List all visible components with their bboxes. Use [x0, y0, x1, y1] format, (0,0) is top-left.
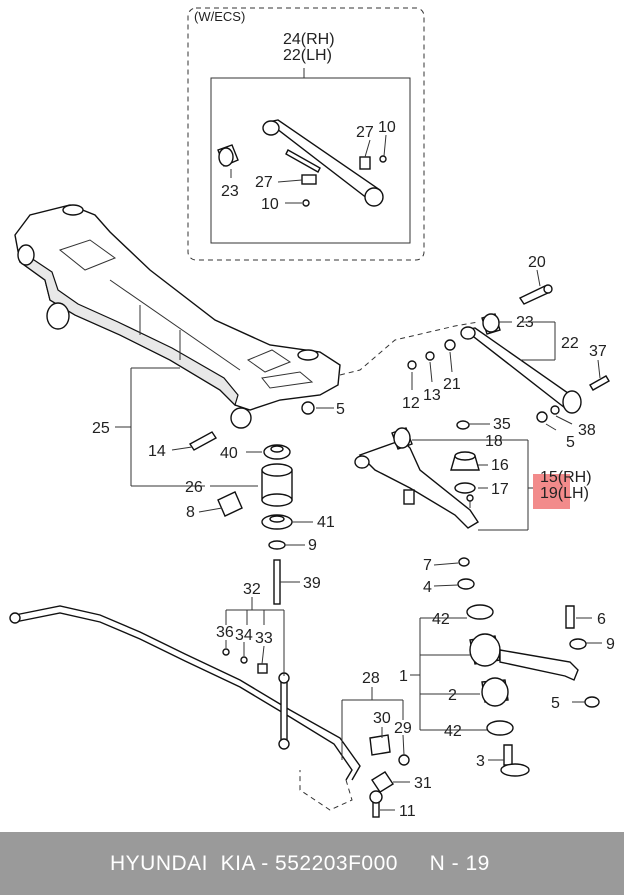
callout-28: 28	[362, 670, 380, 687]
callout-34: 34	[235, 627, 253, 644]
callout-8: 8	[186, 504, 195, 521]
callout-25: 25	[92, 420, 110, 437]
callout-40: 40	[220, 445, 238, 462]
callout-27a: 27	[356, 124, 374, 141]
callout-39: 39	[303, 575, 321, 592]
callout-7: 7	[423, 557, 432, 574]
callout-9b: 9	[606, 636, 615, 653]
callout-1: 1	[399, 668, 408, 685]
callout-35: 35	[493, 416, 511, 433]
callout-26: 26	[185, 479, 203, 496]
callout-11: 11	[399, 803, 416, 820]
callout-27b: 27	[255, 174, 273, 191]
callout-20: 20	[528, 254, 546, 271]
upper-arm-drawing	[407, 284, 610, 423]
callout-9a: 9	[308, 537, 317, 554]
callout-5c: 5	[551, 695, 560, 712]
callout-3: 3	[476, 753, 485, 770]
inset-arm-drawing	[217, 119, 387, 207]
callout-22: 22	[561, 335, 579, 352]
callout-31: 31	[414, 775, 432, 792]
callout-21: 21	[443, 376, 461, 393]
callout-4: 4	[423, 579, 432, 596]
callout-32: 32	[243, 581, 261, 598]
callout-6: 6	[597, 611, 606, 628]
callout-19-lh: 19(LH)	[540, 485, 589, 502]
trailing-arm-drawing	[457, 557, 600, 777]
callout-14: 14	[148, 443, 166, 460]
callout-29: 29	[394, 720, 412, 737]
footer-bar: HYUNDAI KIA - 552203F000 N - 19	[0, 832, 624, 895]
mount-parts-drawing	[188, 401, 315, 605]
inset-title: (W/ECS)	[194, 9, 245, 24]
callout-42a: 42	[432, 611, 450, 628]
callout-18: 18	[485, 433, 503, 450]
callout-15-rh: 15(RH)	[540, 469, 592, 486]
highlight-part-15-19	[533, 474, 570, 509]
callout-23b: 23	[516, 314, 534, 331]
stabilizer-bar-drawing	[9, 605, 410, 818]
callout-labels: 24(RH) 22(LH) 27 10 23 27 10 20 23 22 37…	[92, 31, 615, 820]
callout-12: 12	[402, 395, 420, 412]
crossmember-drawing	[14, 204, 341, 429]
callout-22-lh: 22(LH)	[283, 47, 332, 64]
callout-23a: 23	[221, 183, 239, 200]
callout-24-rh: 24(RH)	[283, 31, 335, 48]
inset-inner-frame	[210, 77, 411, 244]
callout-16: 16	[491, 457, 509, 474]
callout-38: 38	[578, 422, 596, 439]
part-number-caption: HYUNDAI KIA - 552203F000 N - 19	[110, 852, 490, 875]
callout-10a: 10	[378, 119, 396, 136]
callout-42b: 42	[444, 723, 462, 740]
callout-5b: 5	[566, 434, 575, 451]
callout-36: 36	[216, 624, 234, 641]
lower-arm-drawing	[354, 420, 480, 529]
callout-10b: 10	[261, 196, 279, 213]
callout-17: 17	[491, 481, 509, 498]
callout-2: 2	[448, 687, 457, 704]
callout-30: 30	[373, 710, 391, 727]
callout-5a: 5	[336, 401, 345, 418]
callout-41: 41	[317, 514, 335, 531]
leader-lines	[115, 269, 602, 811]
callout-33: 33	[255, 630, 273, 647]
callout-13: 13	[423, 387, 441, 404]
parts-diagram: (W/ECS)	[9, 7, 615, 820]
inset-frame	[187, 7, 425, 261]
callout-37: 37	[589, 343, 607, 360]
